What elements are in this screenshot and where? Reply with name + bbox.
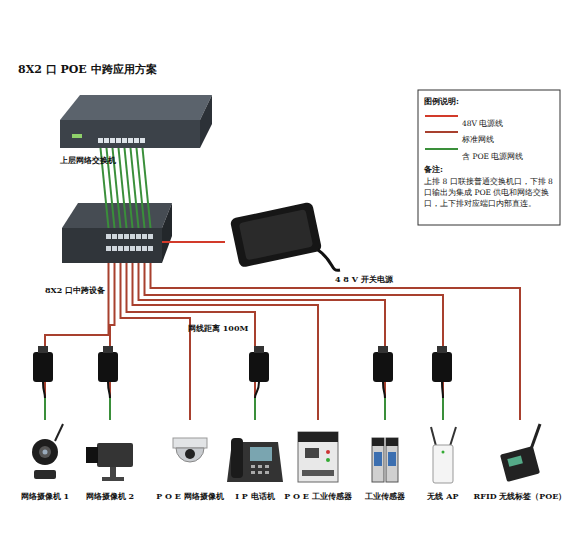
switch-ports (98, 138, 145, 143)
device: 工业传感器 (355, 420, 415, 502)
device: I P 电话机 (225, 420, 285, 502)
power-supply-label: 4 8 V 开关电源 (335, 274, 455, 285)
legend-entry: 标准网线 (462, 127, 494, 146)
cable (127, 263, 256, 420)
rfid-tag-icon (500, 424, 540, 482)
midspan-device-label: 8X2 口中跨设备 (45, 285, 165, 296)
poe-splitter (98, 346, 118, 420)
diagram-title: 8X2 口 POE 中跨应用方案 (18, 62, 157, 77)
switch-top (60, 95, 212, 120)
poe-splitter (33, 346, 53, 420)
remark-heading: 备注: (424, 164, 554, 176)
power-cord (318, 250, 340, 270)
distance-note: 网线距离 100M (188, 323, 308, 335)
legend-entry: 含 POE 电源网线 (462, 144, 523, 163)
midspan-top (62, 203, 172, 228)
legend-entry: 48V 电源线 (462, 111, 503, 130)
device-label: RFID 无线标签（POE） (460, 491, 571, 502)
midspan-front (62, 228, 162, 263)
switch-side (200, 95, 212, 148)
network-switch-label: 上层网络交换机 (60, 155, 180, 166)
camera-icon (32, 424, 63, 479)
power-supply: 4 8 V 开关电源 (225, 200, 320, 270)
cable (133, 263, 319, 420)
poe-splitter (373, 346, 393, 420)
access-point-icon (431, 427, 456, 483)
cable (145, 263, 444, 420)
box-camera-icon (86, 443, 133, 481)
remark-text: 上排 8 口联接普通交换机口，下排 8 口输出为集成 POE 供电和网络交换口，… (424, 177, 556, 210)
legend-sample (425, 148, 458, 150)
network-switch: 上层网络交换机 (60, 95, 210, 148)
cable (162, 241, 225, 243)
cable (139, 263, 386, 420)
device-label: P O E 工业传感器 (258, 491, 378, 502)
sensor-icon (372, 438, 398, 482)
legend-sample (425, 115, 458, 117)
legend-text: 含 POE 电源网线 (462, 152, 523, 161)
legend-text: 标准网线 (462, 135, 494, 144)
device: 网络摄像机 1 (15, 420, 75, 502)
poe-splitter (432, 346, 452, 420)
device: 网络摄像机 2 (80, 420, 140, 502)
midspan-ports (106, 234, 153, 251)
cable (143, 148, 151, 228)
device-label: 工业传感器 (325, 491, 445, 502)
legend-heading: 图例说明: (424, 96, 554, 108)
switch-led (72, 134, 82, 138)
midspan-device: 8X2 口中跨设备 (62, 228, 162, 263)
poe-sensor-icon (298, 432, 338, 482)
device-label: 网络摄像机 2 (50, 491, 170, 502)
device: RFID 无线标签（POE） (490, 420, 550, 502)
device-label: P O E 网络摄像机 (130, 491, 250, 502)
switch-front (60, 120, 200, 148)
cable (151, 263, 521, 420)
legend-sample (425, 131, 458, 133)
poe-splitter (249, 346, 269, 420)
midspan-side (162, 203, 172, 263)
cable (121, 263, 191, 420)
legend-box (418, 90, 560, 225)
dome-camera-icon (173, 438, 207, 462)
ip-phone-icon (227, 438, 283, 482)
device: P O E 网络摄像机 (160, 420, 220, 502)
device: 无线 AP (413, 420, 473, 502)
power-brick (230, 202, 323, 268)
legend-text: 48V 电源线 (462, 119, 503, 128)
device: P O E 工业传感器 (288, 420, 348, 502)
